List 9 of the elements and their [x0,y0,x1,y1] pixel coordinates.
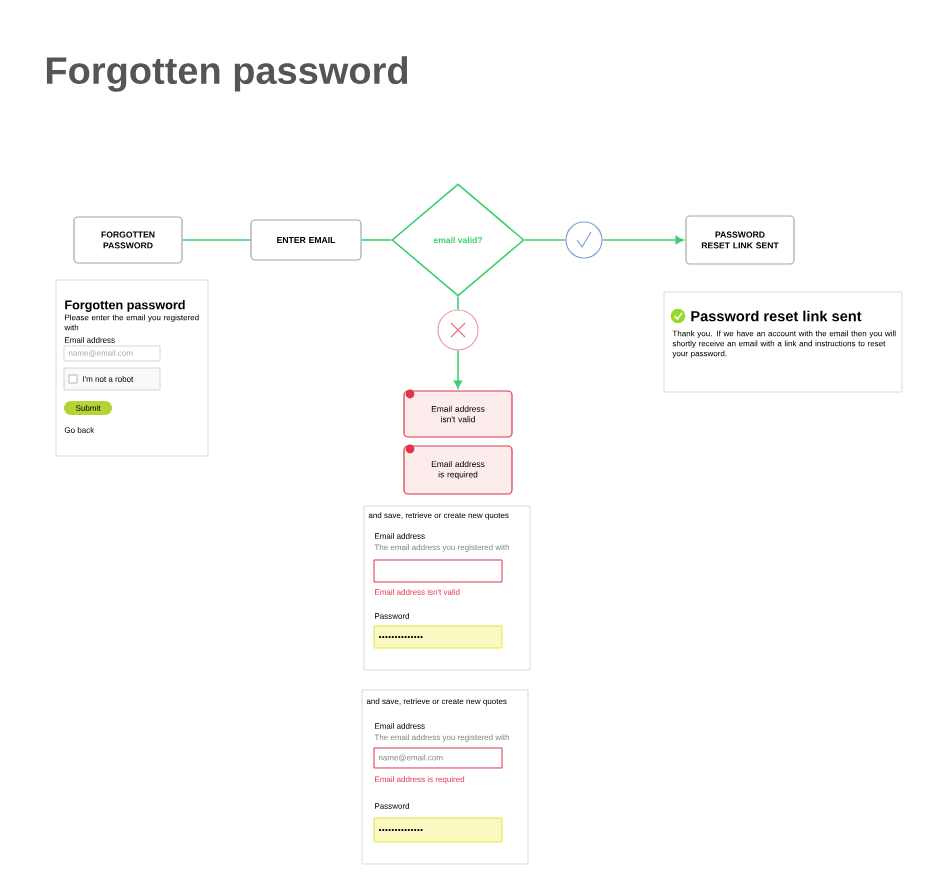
check-circle [565,221,603,259]
connector [524,239,567,241]
connector [360,239,392,241]
connector [181,239,252,241]
title: Forgotten password [46,56,408,92]
connector [457,296,459,311]
arrow [601,235,684,245]
cross-circle [437,309,479,351]
arrow [453,349,463,389]
